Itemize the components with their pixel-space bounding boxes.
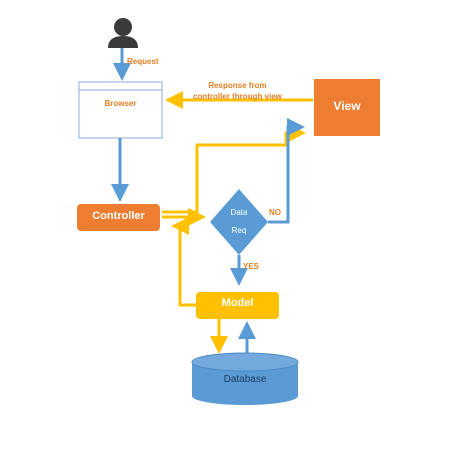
request-label: Request (127, 57, 159, 66)
no-branch-arrow (268, 118, 305, 224)
browser-box (78, 81, 163, 139)
view-box (314, 79, 380, 136)
decision-diamond (210, 189, 268, 255)
response-label: Response from controller through view (193, 81, 282, 101)
view-label: View (333, 99, 361, 113)
model-label: Model (221, 297, 254, 309)
decision-label-data: Data (230, 208, 248, 217)
controller-label: Controller (92, 210, 145, 222)
controller-box (77, 204, 160, 231)
user-icon (108, 18, 138, 48)
yes-label: YES (243, 262, 260, 271)
database-label: Database (223, 374, 267, 385)
browser-label: Browser (104, 99, 137, 108)
no-label: NO (269, 208, 281, 217)
model-box (196, 292, 279, 319)
model-to-controller-arrow (171, 217, 196, 307)
database-cylinder (191, 352, 299, 405)
decision-label-req: Req (231, 226, 247, 235)
